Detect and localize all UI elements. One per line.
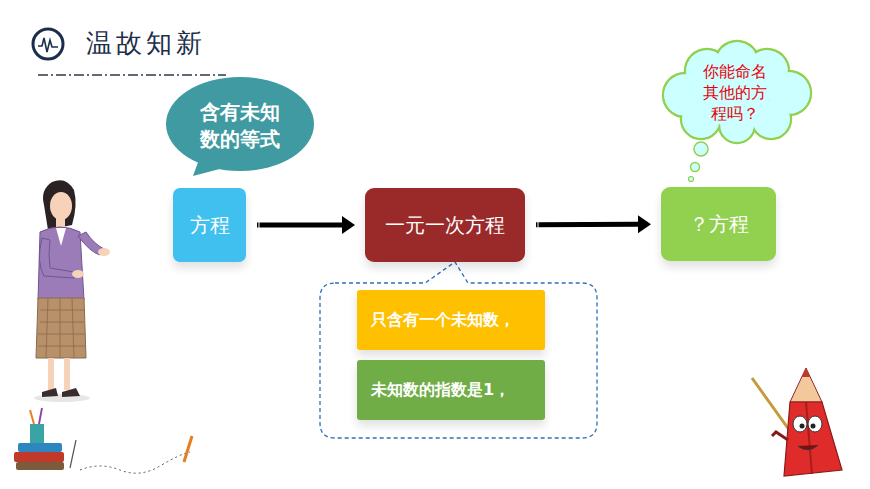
bubble-shape	[165, 76, 315, 176]
arrow-tail-mark	[259, 222, 260, 228]
arrow-tail-mark	[537, 222, 538, 228]
node-text: 含有未知数的等式	[197, 99, 283, 153]
thought-dot	[694, 142, 708, 156]
arrow-head	[638, 215, 651, 233]
arrow-head	[342, 216, 355, 234]
arrow-shaft	[257, 223, 342, 228]
thought-dot	[689, 177, 694, 182]
slide-title: 温故知新	[86, 26, 206, 61]
dashed-callout	[320, 262, 597, 438]
process-box: ？方程	[661, 187, 776, 261]
node-text: 你能命名其他的方程吗？	[699, 62, 771, 125]
pencil-character	[752, 368, 842, 476]
teacher-illustration	[34, 180, 110, 402]
books-illustration	[14, 408, 192, 473]
flow-arrow	[257, 216, 355, 234]
condition-box: 只含有一个未知数，	[357, 290, 545, 350]
title-rule	[38, 74, 226, 76]
condition-box: 未知数的指数是1，	[357, 360, 545, 420]
title-icon	[33, 29, 63, 59]
thought-dot	[691, 163, 700, 172]
process-box: 一元一次方程	[365, 188, 525, 262]
title-icon-pulse	[38, 38, 58, 52]
thought-cloud: 你能命名其他的方程吗？	[655, 45, 815, 141]
flow-arrow	[536, 215, 651, 233]
speech-bubble: 含有未知数的等式	[165, 76, 315, 176]
node-text: 方程	[190, 212, 230, 239]
node-text: ？方程	[689, 211, 749, 238]
node-text: 一元一次方程	[385, 212, 505, 239]
process-box: 方程	[173, 188, 246, 262]
node-text: 只含有一个未知数，	[371, 310, 515, 331]
arrow-shaft	[536, 222, 638, 227]
node-text: 未知数的指数是1，	[371, 380, 510, 401]
